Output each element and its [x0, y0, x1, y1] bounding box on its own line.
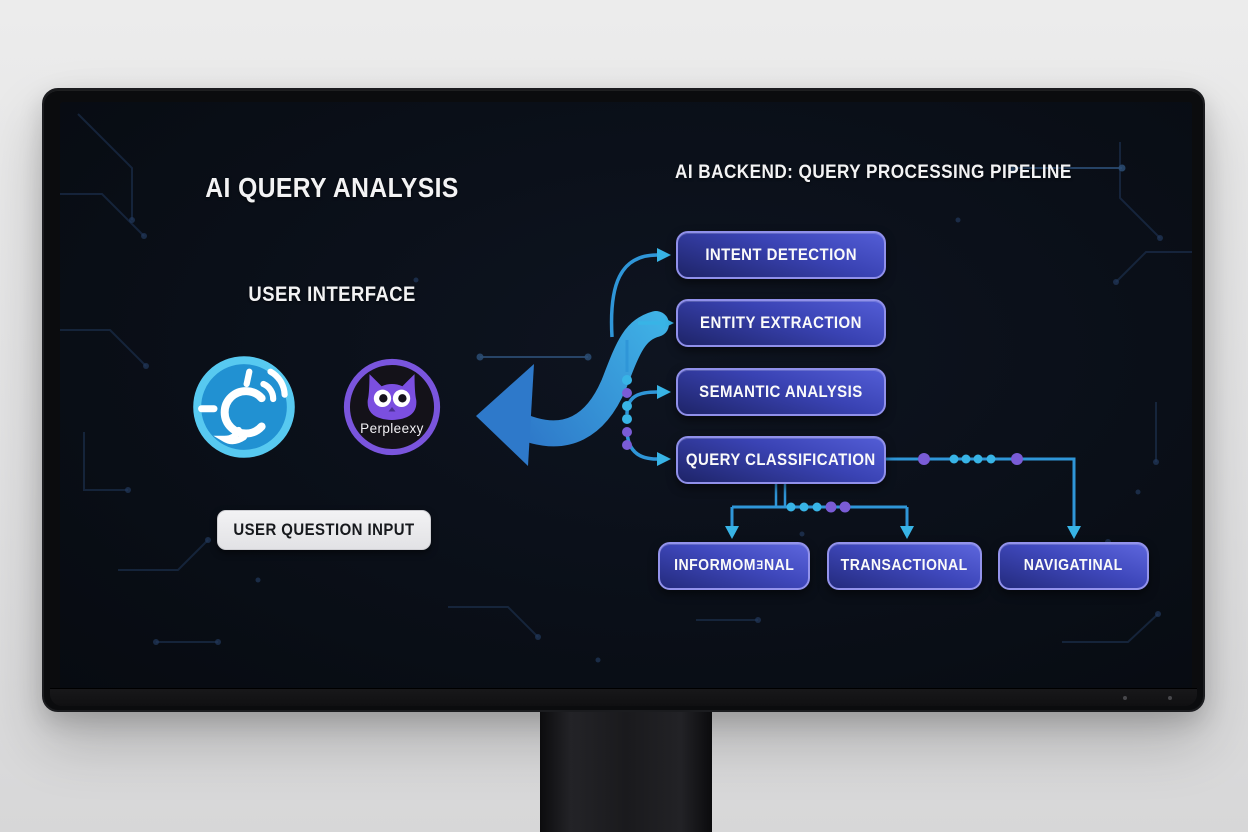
monitor: AI QUERY ANALYSIS USER INTERFACE: [42, 88, 1205, 712]
user-question-input-button[interactable]: USER QUESTION INPUT: [217, 510, 431, 550]
right-panel-title: AI BACKEND: QUERY PROCESSING PIPELINE: [675, 161, 1072, 183]
informational-prefix: INFORMOM: [673, 557, 756, 574]
status-led: [1168, 696, 1172, 700]
left-panel-title: AI QUERY ANALYSIS: [205, 172, 459, 203]
perpleexy-label: Perpleexy: [360, 421, 424, 436]
chat-app-button[interactable]: [191, 354, 297, 460]
monitor-chin: [50, 688, 1197, 706]
owl-icon: [343, 358, 441, 456]
node-transactional[interactable]: TRANSACTIONAL: [827, 542, 982, 590]
arrow-to-navigational: [886, 457, 1076, 526]
perpleexy-app-button[interactable]: Perpleexy: [340, 355, 444, 459]
backend-to-ui-arrowhead: [476, 364, 534, 466]
chat-search-icon: [193, 356, 295, 458]
user-interface-label: USER INTERFACE: [248, 283, 416, 306]
backend-to-ui-arrow-body: [499, 311, 669, 447]
power-led: [1123, 696, 1127, 700]
node-entity-extraction[interactable]: ENTITY EXTRACTION: [676, 299, 886, 347]
informational-suffix: NAL: [763, 557, 795, 574]
node-informational[interactable]: INFORMOMƎNAL: [658, 542, 810, 590]
connector-layer: [476, 164, 1081, 644]
arrow-to-intent: [609, 253, 658, 338]
node-intent-detection[interactable]: INTENT DETECTION: [676, 231, 886, 279]
horizontal-dot-trail-bottom: [786, 501, 851, 513]
monitor-stand: [540, 712, 712, 832]
informational-garbled-glyph: Ǝ: [756, 560, 764, 572]
horizontal-dot-trail-right: [918, 453, 1023, 465]
node-semantic-analysis[interactable]: SEMANTIC ANALYSIS: [676, 368, 886, 416]
arrow-to-semantic: [625, 390, 658, 415]
node-navigational[interactable]: NAVIGATINAL: [998, 542, 1149, 590]
node-query-classification[interactable]: QUERY CLASSIFICATION: [676, 436, 886, 484]
diagram-screen: AI QUERY ANALYSIS USER INTERFACE: [60, 102, 1192, 692]
vertical-dot-trail: [622, 375, 632, 450]
